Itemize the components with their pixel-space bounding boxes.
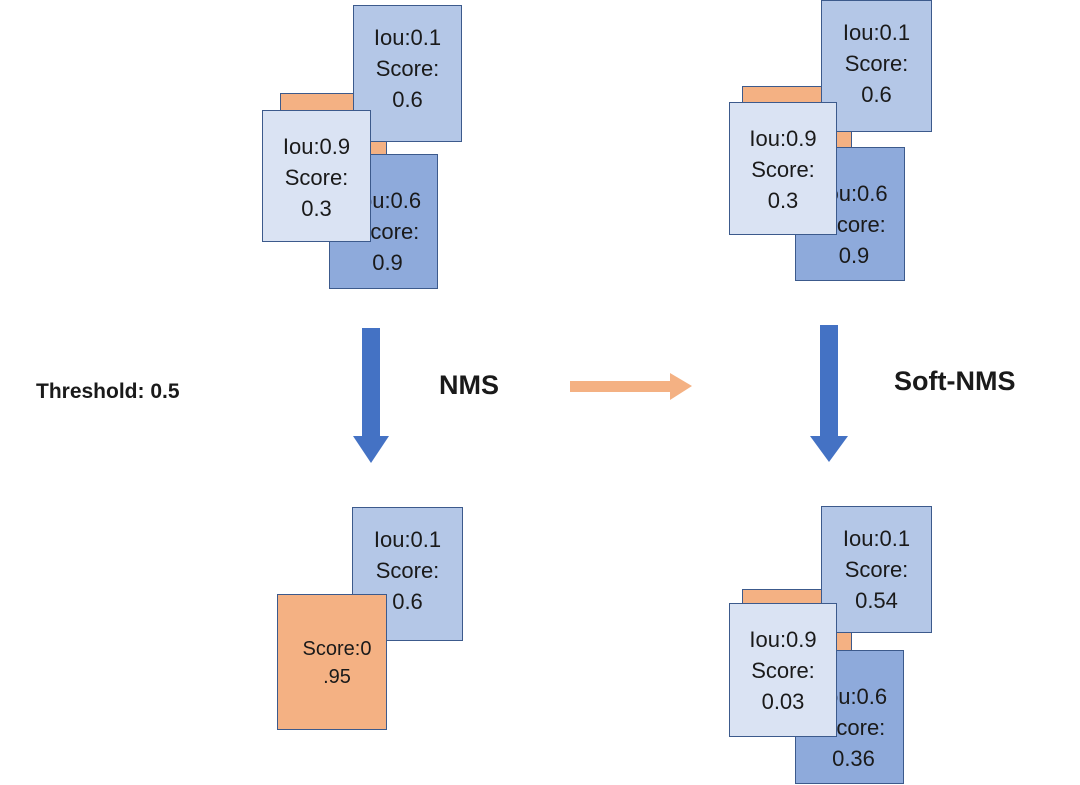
box-a-iou: Iou:0.1 <box>842 526 911 551</box>
box-a-score-value: 0.6 <box>392 87 423 112</box>
box-a-score-label: Score: <box>375 558 440 583</box>
box-c-score-value: 0.9 <box>372 250 403 275</box>
box-a-score-value: 0.6 <box>861 82 892 107</box>
box-b-score-value: 0.03 <box>761 689 805 714</box>
box-a: Iou:0.1 Score: 0.54 <box>821 506 932 633</box>
box-a-score-label: Score: <box>844 557 909 582</box>
box-a: Iou:0.1 Score: 0.6 <box>353 5 462 142</box>
box-a-iou: Iou:0.1 <box>373 25 442 50</box>
box-c-score-value: 0.9 <box>838 243 870 268</box>
box-b-score-value: 0.3 <box>301 196 332 221</box>
orange-score-line-1: Score:0 <box>302 638 372 660</box>
box-b-iou: Iou:0.9 <box>749 627 817 652</box>
box-a-score-label: Score: <box>844 51 909 76</box>
box-c-score-value: 0.36 <box>832 746 875 771</box>
soft-nms-label: Soft-NMS <box>894 366 1016 396</box>
box-b-score-value: 0.3 <box>767 188 799 213</box>
nms-label: NMS <box>439 370 499 400</box>
box-a-iou: Iou:0.1 <box>373 527 442 552</box>
box-a-iou: Iou:0.1 <box>842 20 911 45</box>
box-a-score-value: 0.6 <box>392 589 423 614</box>
box-b-iou: Iou:0.9 <box>282 134 351 159</box>
right-arrow <box>570 373 692 400</box>
box-a-score-label: Score: <box>375 56 440 81</box>
nms-down-arrow <box>353 328 389 463</box>
threshold-label: Threshold: 0.5 <box>36 380 180 403</box>
box-b: Iou:0.9 Score: 0.3 <box>262 110 371 242</box>
orange-score-line-2: .95 <box>323 666 351 688</box>
box-b-iou: Iou:0.9 <box>749 126 817 151</box>
box-b-score-label: Score: <box>751 157 815 182</box>
box-b-score-label: Score: <box>284 165 349 190</box>
box-b-score-label: Score: <box>751 658 815 683</box>
box-b: Iou:0.9 Score: 0.03 <box>729 603 837 737</box>
box-a-score-value: 0.54 <box>855 588 898 613</box>
soft-nms-down-arrow <box>810 325 848 462</box>
orange-score-box: Score:0 .95 <box>277 594 387 730</box>
box-b: Iou:0.9 Score: 0.3 <box>729 102 837 235</box>
box-a: Iou:0.1 Score: 0.6 <box>821 0 932 132</box>
